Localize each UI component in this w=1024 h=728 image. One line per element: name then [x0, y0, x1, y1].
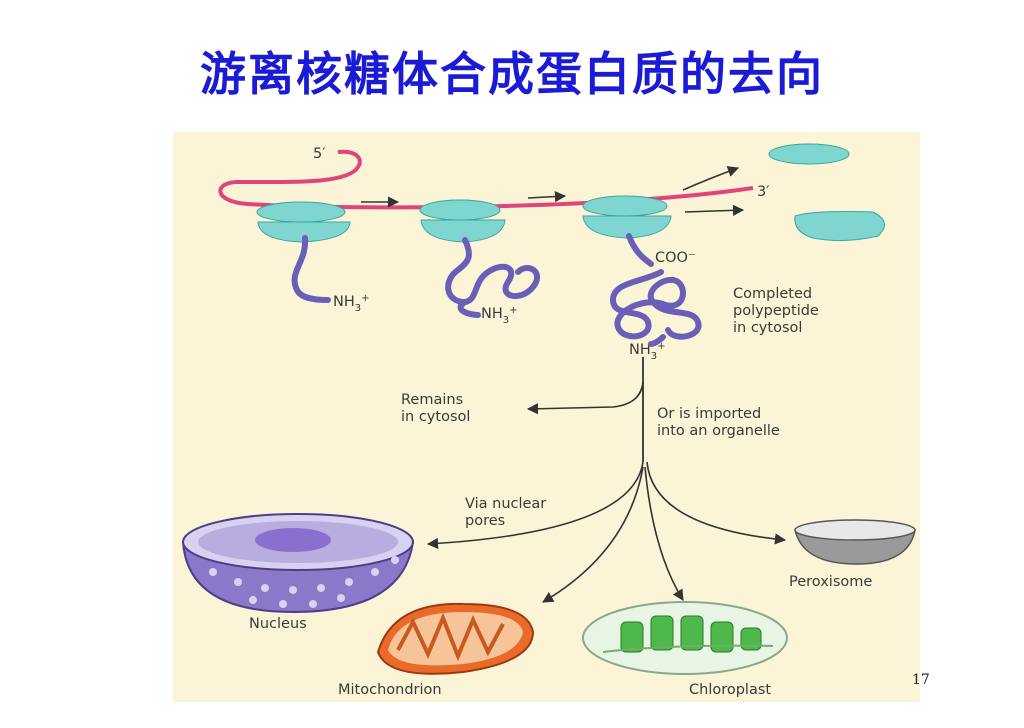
nh3-label-1: NH3+ [333, 293, 370, 314]
peroxisome-label: Peroxisome [789, 574, 872, 590]
protein-sorting-figure: 5′ 3′ NH3+ NH3+ NH3+ COO⁻ [173, 132, 920, 702]
ribosome-2 [419, 199, 506, 243]
imported-label-2: into an organelle [657, 423, 780, 439]
mitochondrion-label: Mitochondrion [338, 682, 442, 698]
nh3-label-2: NH3+ [481, 305, 518, 326]
via-pores-label-2: pores [465, 513, 505, 529]
polypeptide-1 [291, 235, 331, 303]
imported-label-1: Or is imported [657, 406, 761, 422]
chloroplast-illustration [582, 601, 788, 675]
chloroplast-label: Chloroplast [689, 682, 771, 698]
mitochondrion-illustration [376, 602, 535, 675]
flow-arrow [682, 166, 740, 191]
completed-polypeptide [609, 269, 702, 347]
ribosome-1 [256, 201, 351, 243]
nucleus-arrow [426, 461, 644, 549]
page-number: 17 [912, 672, 930, 688]
polypeptide-3 [626, 233, 654, 267]
remains-label-2: in cytosol [401, 409, 470, 425]
coo-label: COO⁻ [655, 250, 696, 266]
chloroplast-arrow [644, 466, 684, 601]
nucleus-illustration [181, 513, 415, 614]
completed-label-3: in cytosol [733, 320, 802, 336]
completed-label-1: Completed [733, 286, 812, 302]
nucleus-label: Nucleus [249, 616, 307, 632]
flow-arrow [527, 190, 567, 203]
mrna-3prime-label: 3′ [757, 184, 770, 200]
ribosome-3 [582, 195, 672, 239]
completed-label-2: polypeptide [733, 303, 819, 319]
flow-arrow [684, 204, 745, 216]
remains-arrow [526, 381, 644, 415]
remains-label-1: Remains [401, 392, 463, 408]
slide-title: 游离核糖体合成蛋白质的去向 [200, 47, 824, 101]
protein-sorting-diagram: 5′ 3′ NH3+ NH3+ NH3+ COO⁻ [181, 143, 916, 698]
peroxisome-illustration [794, 519, 916, 565]
mrna-5prime-label: 5′ [313, 146, 326, 162]
mitochondrion-arrow [542, 466, 644, 603]
via-pores-label-1: Via nuclear [465, 496, 546, 512]
nh3-label-3: NH3+ [629, 341, 666, 362]
large-subunit-released [794, 211, 885, 242]
polypeptide-2 [445, 237, 541, 318]
peroxisome-arrow [646, 461, 787, 545]
small-subunit-released [768, 143, 850, 165]
mrna-strand [218, 149, 754, 210]
